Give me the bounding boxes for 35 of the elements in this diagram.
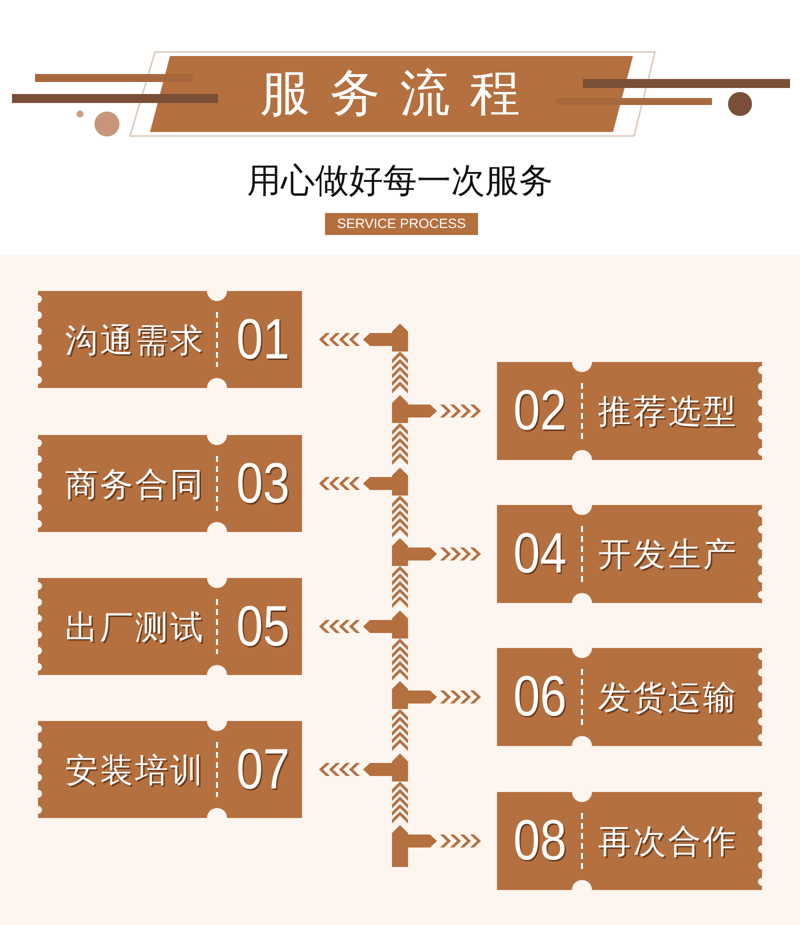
ticket — [38, 721, 302, 818]
step-name: 商务合同 — [65, 467, 205, 500]
ticket — [497, 362, 762, 460]
step-number: 02 — [513, 382, 567, 440]
arrow — [319, 610, 408, 680]
subtitle-tag: SERVICE PROCESS — [325, 213, 478, 235]
step-name: 发货运输 — [598, 680, 738, 714]
arrow — [319, 468, 408, 538]
step-name: 沟通需求 — [65, 323, 205, 356]
arrow — [392, 395, 481, 465]
step-number: 05 — [236, 598, 290, 655]
arrow — [392, 825, 481, 867]
step-number: 06 — [513, 668, 567, 726]
step-number: 04 — [513, 526, 567, 582]
ticket — [497, 792, 762, 890]
step-number: 08 — [513, 812, 567, 870]
step-number: 01 — [236, 311, 290, 368]
ticket — [38, 291, 302, 388]
step-name: 再次合作 — [598, 824, 738, 858]
step-name: 安装培训 — [65, 753, 205, 786]
arrow — [392, 538, 481, 608]
arrow — [319, 324, 408, 394]
ticket — [38, 578, 302, 675]
arrow — [319, 754, 408, 824]
ticket — [497, 505, 762, 603]
title: 服务流程 — [260, 68, 540, 118]
ticket — [497, 648, 762, 746]
subtitle: 用心做好每一次服务 — [247, 164, 553, 198]
step-name: 开发生产 — [598, 538, 738, 570]
step-name: 出厂测试 — [65, 610, 205, 643]
ticket — [38, 435, 302, 532]
step-number: 03 — [236, 455, 290, 512]
step-number: 07 — [236, 741, 290, 798]
arrow — [392, 681, 481, 751]
step-name: 推荐选型 — [598, 394, 738, 428]
